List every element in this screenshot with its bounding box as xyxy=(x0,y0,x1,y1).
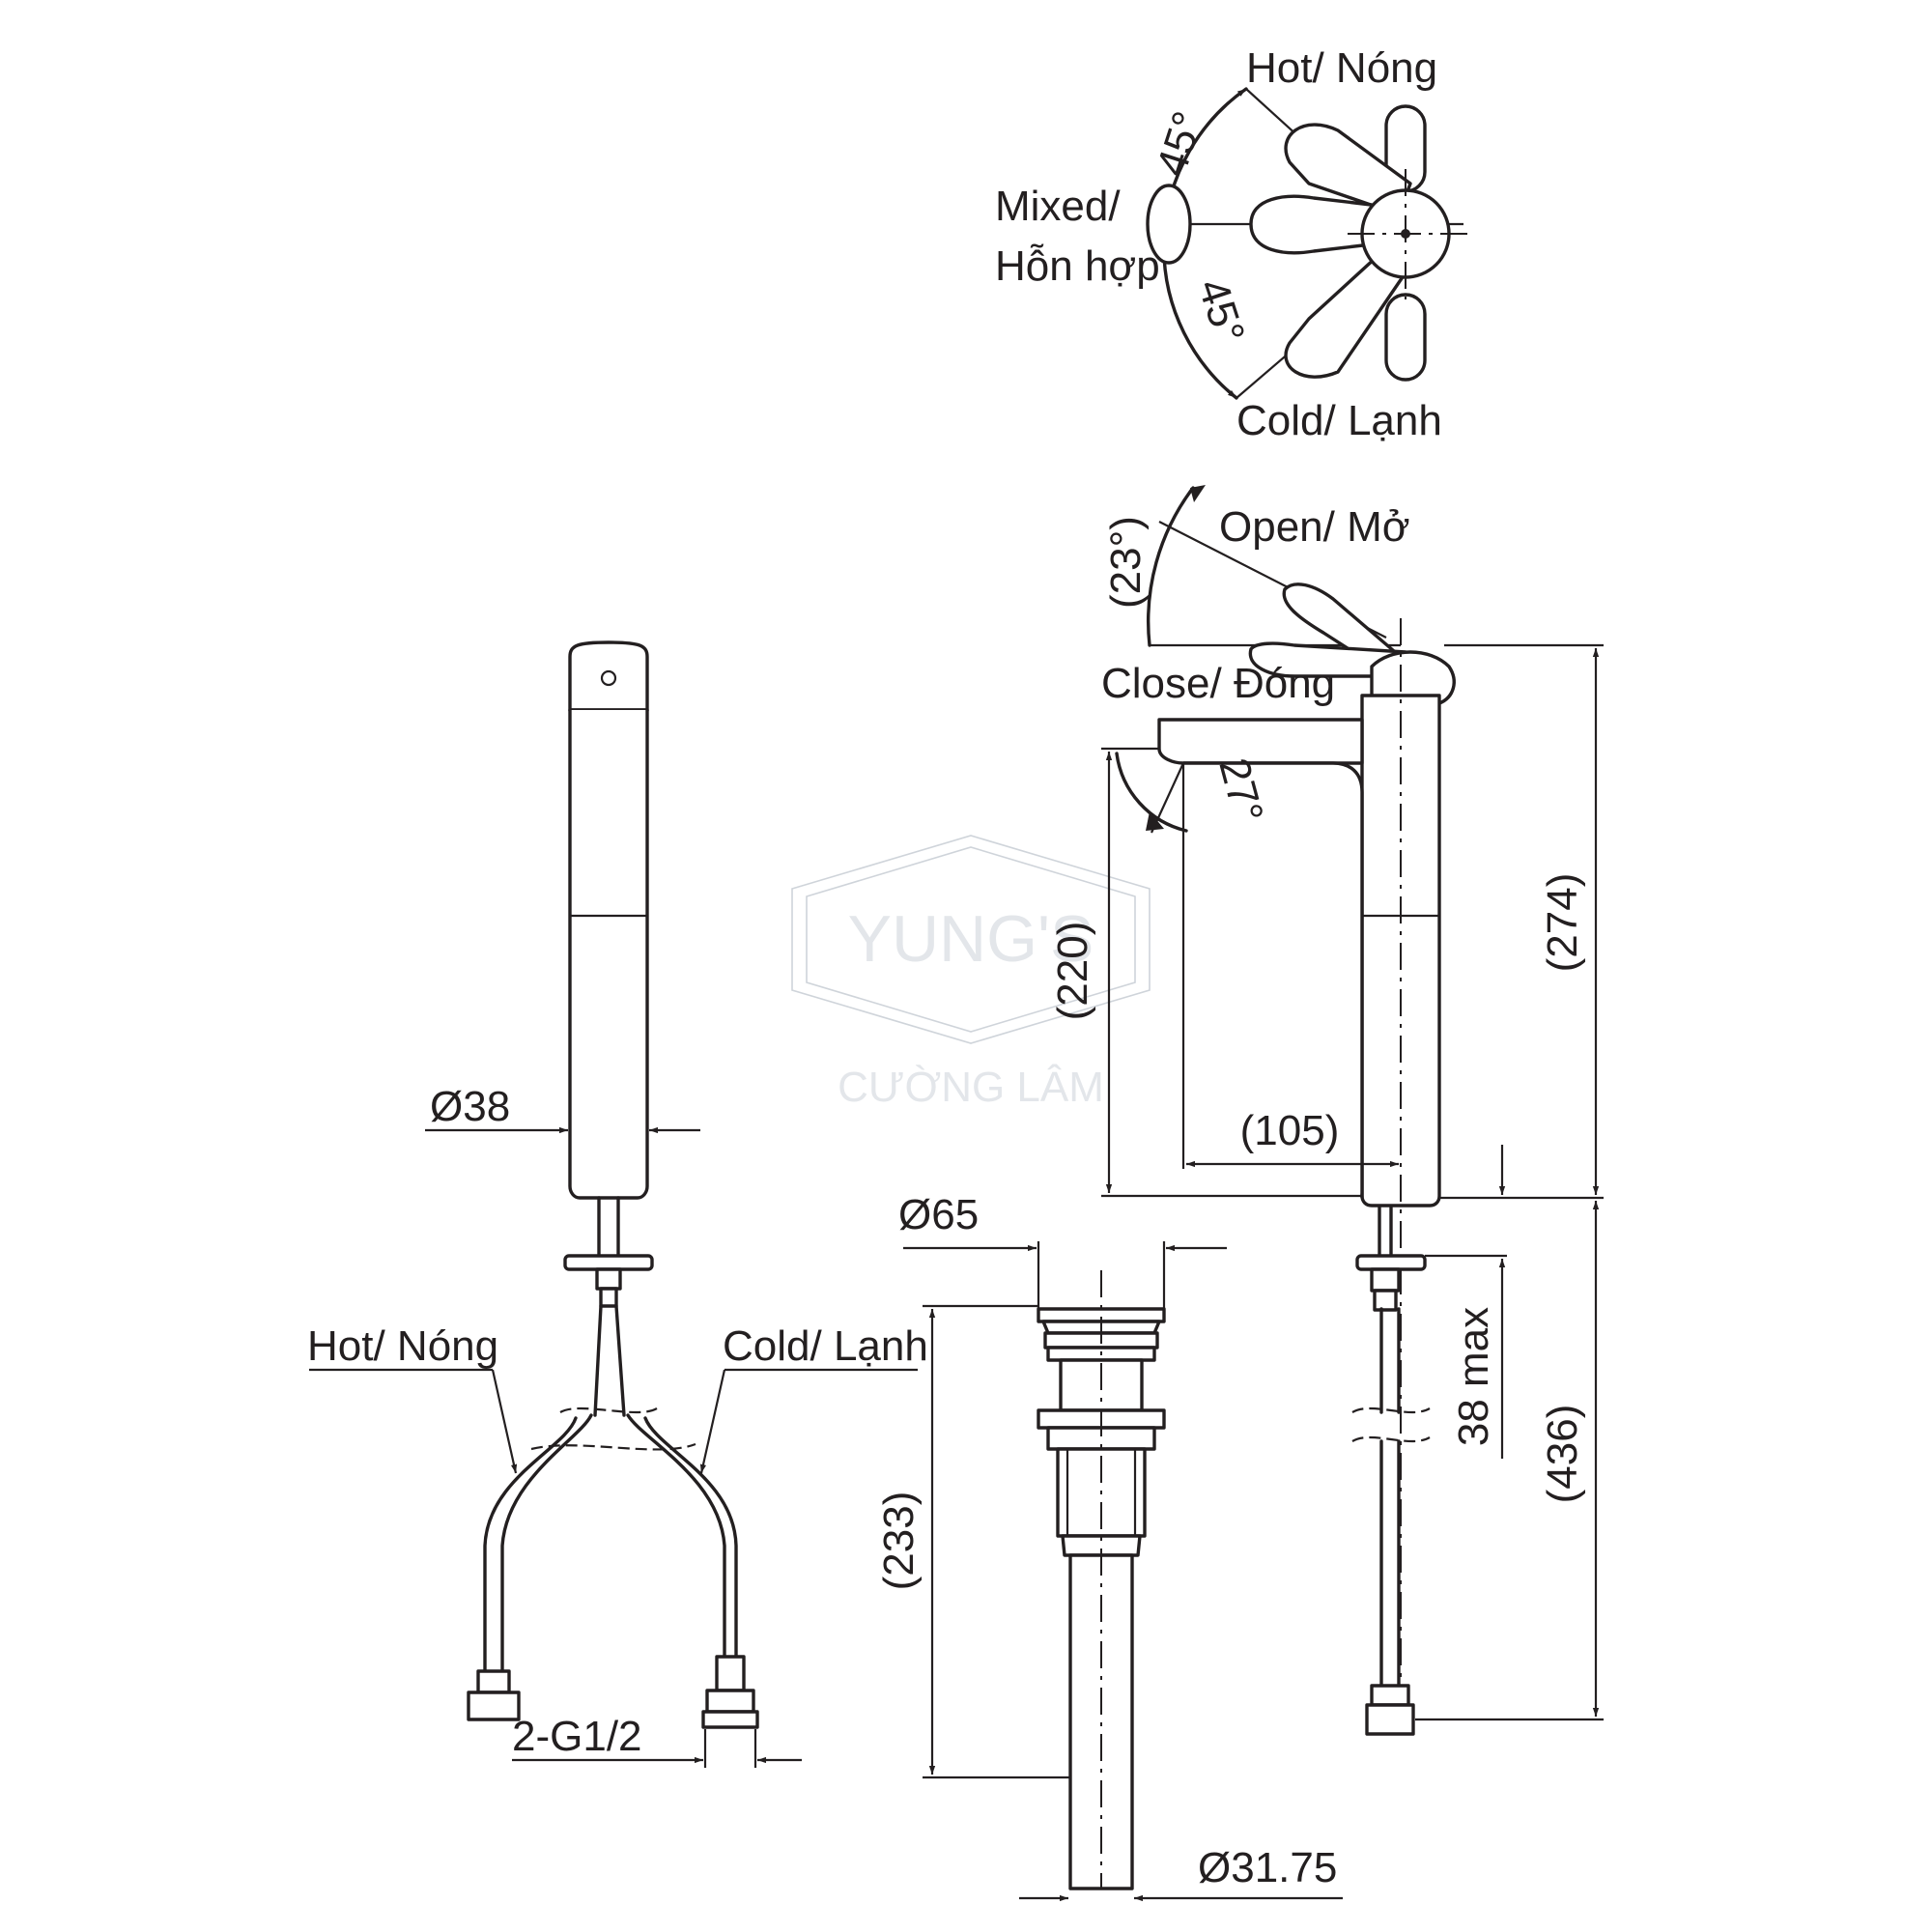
side-view: Open/ Mở Close/ Đóng (23°) 27° (220) (10… xyxy=(1049,485,1604,1736)
upper-angle-label: 45° xyxy=(1148,106,1212,182)
total-height-label: (274) xyxy=(1539,873,1586,973)
watermark-company: CƯỜNG LÂM xyxy=(838,1064,1104,1111)
watermark: YUNG'S CƯỜNG LÂM xyxy=(791,835,1151,1111)
handle-rotation-view: Hot/ Nóng Mixed/ Hỗn hợp Cold/ Lạnh 45° … xyxy=(995,44,1473,444)
hose-length-label: (436) xyxy=(1539,1405,1586,1504)
lower-angle-label: 45° xyxy=(1188,273,1253,349)
drain-pipe-diameter-label: Ø31.75 xyxy=(1198,1844,1337,1891)
lever-angle-label: (23°) xyxy=(1102,516,1150,609)
pop-up-drain-view: Ø65 (233) Ø31.75 xyxy=(875,1191,1343,1902)
deck-thickness-label: 38 max xyxy=(1450,1307,1497,1446)
spout-height-label: (220) xyxy=(1049,922,1096,1021)
connection-size-label: 2-G1/2 xyxy=(512,1713,642,1760)
hot-position-label: Hot/ Nóng xyxy=(1246,44,1437,92)
drain-length-label: (233) xyxy=(875,1492,923,1591)
drain-cap-diameter-label: Ø65 xyxy=(898,1191,979,1238)
cold-supply-label: Cold/ Lạnh xyxy=(723,1322,928,1370)
mixed-position-label-vn: Hỗn hợp xyxy=(995,242,1160,290)
body-diameter-label: Ø38 xyxy=(430,1083,510,1130)
spout-reach-label: (105) xyxy=(1240,1107,1340,1154)
cold-position-label: Cold/ Lạnh xyxy=(1236,397,1442,444)
hot-supply-label: Hot/ Nóng xyxy=(307,1322,498,1370)
mixed-position-label: Mixed/ xyxy=(995,183,1121,230)
front-view: Ø38 Hot/ Nóng Cold/ Lạnh 2-G1/2 xyxy=(307,640,928,1768)
close-position-label: Close/ Đóng xyxy=(1101,660,1335,707)
watermark-brand: YUNG'S xyxy=(848,902,1094,976)
open-position-label: Open/ Mở xyxy=(1219,503,1410,551)
